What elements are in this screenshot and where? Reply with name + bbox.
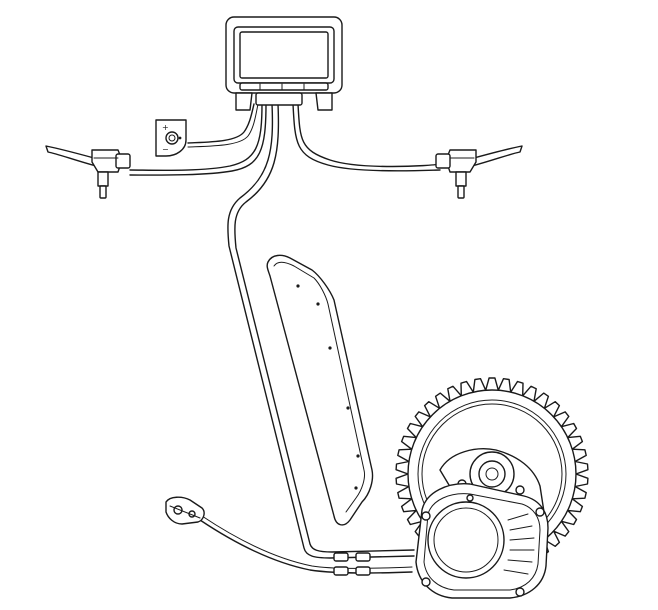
control-pad-cable-b: [187, 103, 259, 148]
speed-sensor-icon: [165, 496, 205, 525]
main-cable: [227, 103, 415, 559]
control-pad-icon: + −: [155, 119, 187, 157]
connector: [355, 552, 371, 562]
mid-drive-motor-icon: [415, 448, 549, 599]
connector: [355, 566, 371, 576]
minus-glyph: −: [162, 145, 169, 154]
plus-glyph: +: [162, 123, 169, 132]
battery-pack-icon: [266, 254, 374, 526]
left-brake-cable: [129, 103, 263, 172]
right-brake-cable: [297, 103, 441, 168]
sensor-cable-b: [201, 515, 413, 569]
cooling-fins: [503, 513, 535, 575]
left-brake-lever: [45, 145, 131, 199]
left-brake-cable-b: [129, 103, 267, 176]
control-pad-cable: [187, 103, 255, 144]
lcd-display-icon: [225, 16, 343, 111]
main-cable-inner: [234, 103, 415, 553]
right-brake-cable-b: [292, 103, 441, 172]
cable-harness: [129, 103, 441, 576]
connector: [333, 552, 349, 562]
right-brake-lever: [435, 145, 523, 199]
connector: [333, 566, 349, 576]
